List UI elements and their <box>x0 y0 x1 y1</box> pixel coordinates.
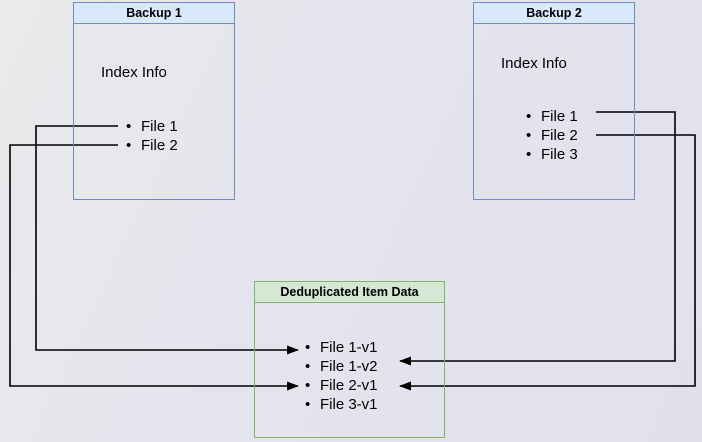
node-backup-2-file-list: • File 1 • File 2 • File 3 <box>526 107 578 164</box>
node-deduplicated-item-data-title: Deduplicated Item Data <box>255 282 444 303</box>
list-item-label: File 2 <box>541 127 578 144</box>
node-backup-1-subtitle: Index Info <box>101 64 167 81</box>
list-item: • File 1-v2 <box>305 357 378 376</box>
list-item-label: File 1-v2 <box>320 358 378 375</box>
bullet-icon: • <box>305 377 311 394</box>
bullet-icon: • <box>526 108 532 125</box>
list-item-label: File 3 <box>541 146 578 163</box>
list-item: • File 1-v1 <box>305 338 378 357</box>
bullet-icon: • <box>126 118 132 135</box>
list-item: • File 2 <box>126 136 178 155</box>
list-item-label: File 2-v1 <box>320 377 378 394</box>
node-backup-1-file-list: • File 1 • File 2 <box>126 117 178 155</box>
list-item: • File 1 <box>126 117 178 136</box>
bullet-icon: • <box>526 146 532 163</box>
bullet-icon: • <box>526 127 532 144</box>
list-item: • File 2 <box>526 126 578 145</box>
list-item: • File 2-v1 <box>305 376 378 395</box>
node-backup-1: Backup 1 Index Info • File 1 • File 2 <box>73 2 235 200</box>
list-item: • File 1 <box>526 107 578 126</box>
node-deduplicated-item-data: Deduplicated Item Data • File 1-v1 • Fil… <box>254 281 445 438</box>
node-backup-1-title: Backup 1 <box>74 3 234 24</box>
list-item-label: File 1 <box>541 108 578 125</box>
bullet-icon: • <box>305 358 311 375</box>
node-backup-2-title: Backup 2 <box>474 3 634 24</box>
list-item-label: File 1-v1 <box>320 339 378 356</box>
bullet-icon: • <box>126 137 132 154</box>
list-item: • File 3 <box>526 145 578 164</box>
node-backup-2-subtitle: Index Info <box>501 55 567 72</box>
bullet-icon: • <box>305 396 311 413</box>
list-item-label: File 1 <box>141 118 178 135</box>
node-backup-2: Backup 2 Index Info • File 1 • File 2 • … <box>473 2 635 200</box>
list-item: • File 3-v1 <box>305 395 378 414</box>
list-item-label: File 3-v1 <box>320 396 378 413</box>
node-deduplicated-item-data-file-list: • File 1-v1 • File 1-v2 • File 2-v1 • Fi… <box>305 338 378 414</box>
list-item-label: File 2 <box>141 137 178 154</box>
bullet-icon: • <box>305 339 311 356</box>
